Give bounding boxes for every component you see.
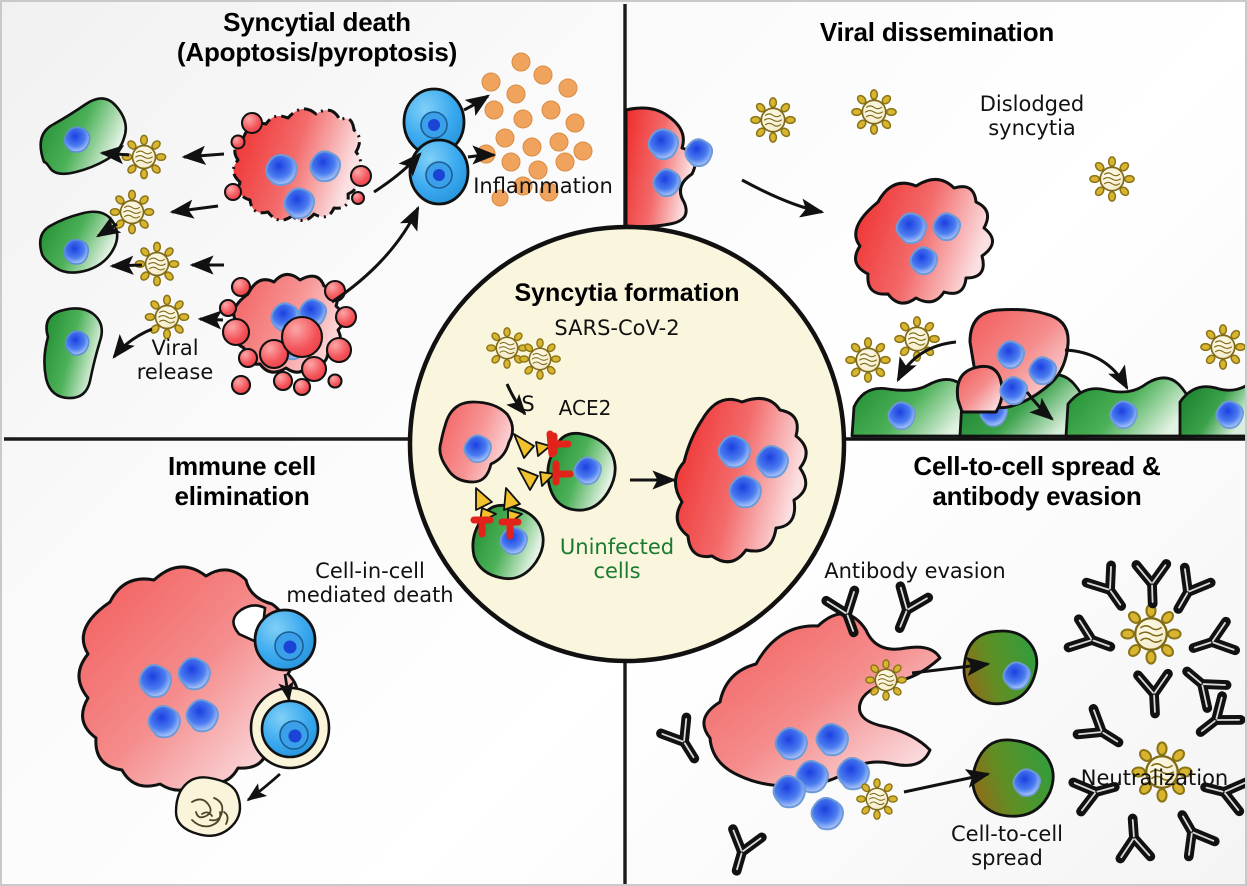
panel-top-left-content: [38, 52, 593, 400]
center-circle: [407, 224, 847, 664]
spike-ace2-complex: [470, 430, 574, 540]
neutralization-label: Neutralization: [1080, 766, 1229, 790]
uninfected-cell: [39, 97, 128, 176]
target-cell-infected-contact: [962, 629, 1039, 706]
virion-icon: [856, 778, 898, 820]
infected-syncytium-large: [77, 565, 331, 837]
antibody-evasion-label: Antibody evasion: [824, 559, 1006, 583]
immune-cell: [402, 87, 466, 157]
panel-bottom-left-content: [77, 565, 331, 837]
inflammation-arrows: [331, 94, 497, 304]
panel-top-right-content: [624, 89, 1245, 441]
virion-icon: [519, 338, 561, 380]
virion-icon: [121, 134, 167, 180]
apoptotic-syncytium: [224, 107, 372, 222]
panel-title-immune-cell-elimination: Immune cell elimination: [167, 451, 317, 511]
dislodged-syncytium: [854, 178, 994, 305]
uninfected-cell: [38, 210, 119, 274]
antibody-icon: [722, 829, 762, 875]
uninfected-cell: [43, 307, 104, 400]
virion-icon: [750, 97, 796, 143]
infected-cell: [438, 400, 514, 484]
virion-icon: [845, 337, 891, 383]
viral-release-label: Viral release: [136, 336, 214, 385]
virion-icon: [486, 327, 528, 369]
antibody-icon: [661, 718, 707, 767]
infected-syncytium-spreader: [702, 612, 942, 831]
entry-arrow: [505, 383, 527, 416]
center-title-syncytia-formation: Syncytia formation: [514, 279, 740, 307]
dislodged-syncytia-label: Dislodged syncytia: [979, 92, 1085, 141]
cell-to-cell-spread-label: Cell-to-cell spread: [950, 822, 1063, 871]
target-cell-infected-contact: [971, 738, 1055, 818]
virion-icon: [851, 89, 897, 135]
inflammation-cytokines: [476, 52, 593, 207]
spike-s-label: S: [521, 392, 535, 416]
panel-bottom-right-content: [661, 564, 1247, 875]
virion-icon: [109, 189, 155, 235]
viral-release-arrows: [95, 145, 225, 359]
uninfected-cell: [546, 431, 617, 512]
sars-cov-2-label: SARS-CoV-2: [554, 316, 680, 340]
uninfected-cells-label: Uninfected cells: [559, 535, 675, 584]
virion-icon: [144, 294, 190, 340]
dissemination-arrow: [741, 178, 825, 218]
infected-syncytium-in-epithelium: [955, 308, 1070, 414]
resulting-syncytium: [674, 396, 808, 564]
virion-icon: [894, 316, 940, 362]
ace2-label: ACE2: [558, 396, 612, 420]
pyroptotic-syncytium: [218, 273, 358, 397]
virion-icon: [865, 659, 907, 701]
panel-title-syncytial-death: Syncytial death (Apoptosis/pyroptosis): [176, 7, 458, 67]
virion-icon: [1089, 156, 1135, 202]
inflammation-label: Inflammation: [473, 174, 613, 198]
cell-in-cell-label: Cell-in-cell mediated death: [286, 559, 454, 608]
epithelium-infection-arrows: [896, 340, 1129, 421]
virion-icon: [1200, 324, 1245, 370]
panel-title-cell-to-cell-spread: Cell-to-cell spread & antibody evasion: [913, 451, 1161, 511]
spread-arrow: [903, 657, 991, 794]
antibody-icon: [886, 586, 928, 633]
infected-syncytium: [624, 106, 714, 229]
panel-title-viral-dissemination: Viral dissemination: [819, 17, 1055, 47]
